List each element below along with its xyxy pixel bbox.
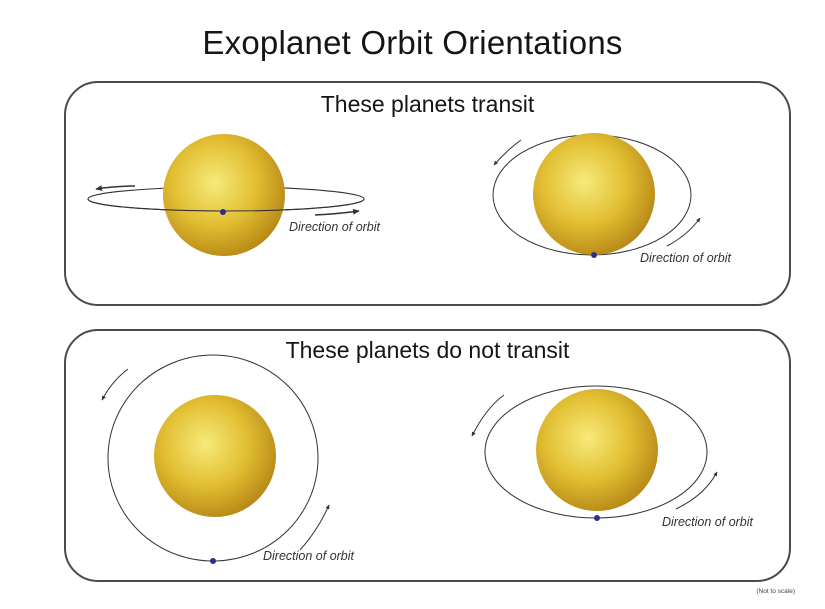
orbit-arrow-top-right-upper [493,139,522,166]
planet-bottom-left [210,558,216,564]
orbit-arrow-top-left-front [314,208,360,216]
edge-on-orbit-system [87,134,365,256]
orbit-arrow-bottom-right-upper [471,394,505,437]
planet-top-right [591,252,597,258]
orbit-label-bottom-left: Direction of orbit [263,549,355,563]
orbit-arrow-top-left-back [95,185,136,192]
tilted-transit-system [492,133,701,258]
planet-bottom-right [594,515,600,521]
orbit-label-top-left: Direction of orbit [289,220,381,234]
star-bottom-left [154,395,276,517]
star-bottom-right [536,389,658,511]
no-transit-panel: These planets do not transit [64,329,791,582]
no-transit-panel-title: These planets do not transit [285,337,570,363]
transit-panel-title: These planets transit [320,91,535,117]
tilted-no-transit-system [471,385,718,521]
orbit-arrow-top-right-lower [666,217,701,247]
planet-top-left [220,209,226,215]
orbit-arrow-bottom-right-lower [675,471,718,510]
star-top-right [533,133,655,255]
orbit-arrow-bottom-left-upper [101,368,129,401]
orbit-label-bottom-right: Direction of orbit [662,515,754,529]
scale-note: (Not to scale) [756,588,795,595]
edge-on-orbit-front [87,198,365,212]
orbit-label-top-right: Direction of orbit [640,251,732,265]
face-on-orbit-system [101,354,330,564]
diagram-title: Exoplanet Orbit Orientations [202,24,623,61]
star-top-left [163,134,285,256]
orbit-arrow-bottom-left-lower [299,504,330,551]
